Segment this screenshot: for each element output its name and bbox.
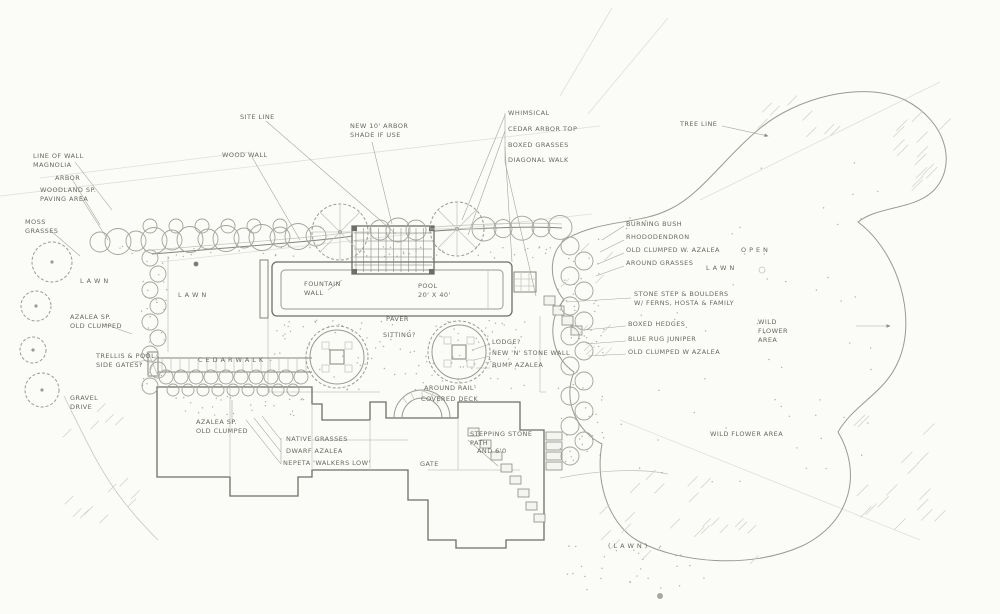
hatch-strokes bbox=[62, 95, 952, 564]
round-patios bbox=[305, 320, 491, 389]
pergola bbox=[351, 225, 435, 275]
construction-lines bbox=[0, 7, 941, 541]
tree-line-boundary bbox=[551, 91, 947, 599]
cedar-walk-shape bbox=[147, 351, 312, 377]
far-left-trees bbox=[19, 241, 73, 408]
fountain-wall-shape bbox=[259, 259, 269, 319]
pool bbox=[259, 259, 537, 319]
cedar-walk-bed bbox=[158, 369, 309, 397]
leader-lines bbox=[49, 113, 891, 467]
house bbox=[156, 386, 563, 549]
terrace-edges bbox=[63, 256, 669, 541]
right-planting-bed bbox=[560, 236, 594, 466]
stepping-stone-path bbox=[467, 427, 546, 523]
specimen-trees bbox=[311, 201, 485, 261]
